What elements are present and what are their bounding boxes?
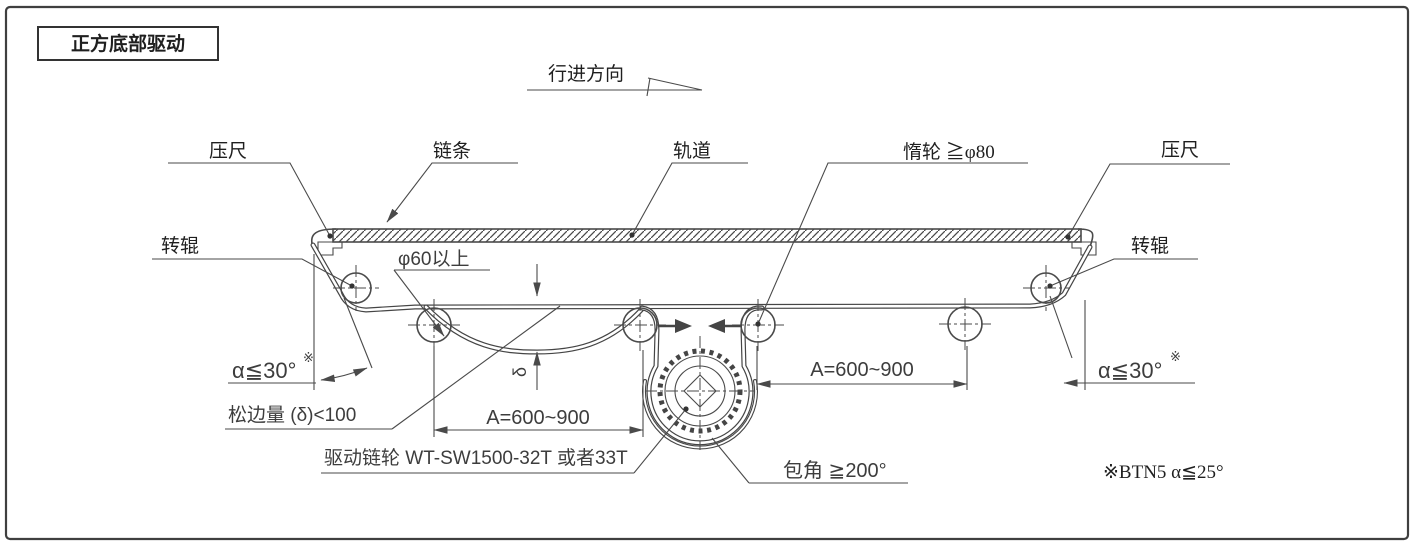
angle-dimension-left: α≦30° ※ xyxy=(228,254,373,390)
roller-right-label: 转辊 xyxy=(1131,235,1169,257)
roller-left-label: 转辊 xyxy=(161,235,199,257)
chain-return-path xyxy=(310,242,1093,450)
callout-min-dia: φ60以上 xyxy=(393,248,490,337)
rail-label: 轨道 xyxy=(673,140,711,162)
callout-roller-right: 转辊 xyxy=(1047,235,1198,289)
callout-chain: 链条 xyxy=(386,140,518,223)
angle-left-value: α≦30° xyxy=(232,358,296,383)
callout-press-left: 压尺 xyxy=(168,141,333,239)
press-right-label: 压尺 xyxy=(1161,140,1199,161)
span-dimension-left: A=600~900 xyxy=(433,346,644,437)
chain-hatched-band xyxy=(332,228,1082,243)
chain-direction-arrows xyxy=(658,319,742,333)
sag-dimension: δ xyxy=(510,264,541,390)
footnote: ※BTN5 α≦25° xyxy=(1103,462,1224,483)
drive-sprocket xyxy=(645,336,755,450)
support-roller-right xyxy=(939,298,991,350)
sag-symbol: δ xyxy=(510,367,530,377)
slack-label: 松边量 (δ)<100 xyxy=(228,404,356,426)
press-bar-right-block xyxy=(1071,241,1097,256)
rail-right-cap xyxy=(1077,228,1094,248)
sprocket-label: 驱动链轮 WT-SW1500-32T 或者33T xyxy=(324,447,628,469)
span-right-value: A=600~900 xyxy=(810,359,913,381)
slack-sag-curve xyxy=(423,304,645,355)
min-dia-label: φ60以上 xyxy=(398,248,469,270)
direction-arrow-icon xyxy=(646,77,703,97)
angle-right-value: α≦30° xyxy=(1098,358,1162,383)
arrow-left-icon xyxy=(708,319,725,333)
callout-rail: 轨道 xyxy=(629,140,748,238)
callout-slack: 松边量 (δ)<100 xyxy=(225,305,561,430)
wrap-angle-label: 包角 ≧200° xyxy=(783,459,887,482)
callout-wrap: 包角 ≧200° xyxy=(711,437,908,484)
callout-press-right: 压尺 xyxy=(1065,140,1230,240)
rail-chain-assembly xyxy=(311,228,1097,256)
idler-label: 惰轮 ≧φ80 xyxy=(903,141,995,163)
idler-roller-left xyxy=(614,299,666,351)
turn-roller-right xyxy=(1023,265,1069,311)
turn-roller-left xyxy=(333,265,379,311)
span-dimension-right: A=600~900 xyxy=(756,346,968,390)
callout-idler: 惰轮 ≧φ80 xyxy=(755,141,1028,327)
callout-sprocket: 驱动链轮 WT-SW1500-32T 或者33T xyxy=(321,406,689,474)
callouts: 压尺 链条 轨道 惰轮 ≧φ80 压尺 转辊 转辊 φ60以上 xyxy=(152,140,1230,484)
angle-left-note-mark: ※ xyxy=(303,350,314,365)
angle-dimension-right: α≦30° ※ xyxy=(1049,295,1195,390)
callout-roller-left: 转辊 xyxy=(152,235,355,289)
press-bar-left-block xyxy=(317,241,343,256)
press-left-label: 压尺 xyxy=(209,141,247,162)
drawing-title: 正方底部驱动 xyxy=(71,32,185,55)
travel-direction-label: 行进方向 xyxy=(548,63,624,85)
angle-right-note-mark: ※ xyxy=(1170,349,1181,364)
arrow-right-icon xyxy=(675,319,692,333)
title-box: 正方底部驱动 xyxy=(37,26,219,61)
drawing-border xyxy=(4,5,1410,541)
chain-label: 链条 xyxy=(433,140,471,162)
dimensions: δ A=600~900 A=600~900 α≦30° ※ xyxy=(228,254,1195,437)
span-left-value: A=600~900 xyxy=(486,407,589,429)
travel-direction: 行进方向 xyxy=(527,63,703,97)
